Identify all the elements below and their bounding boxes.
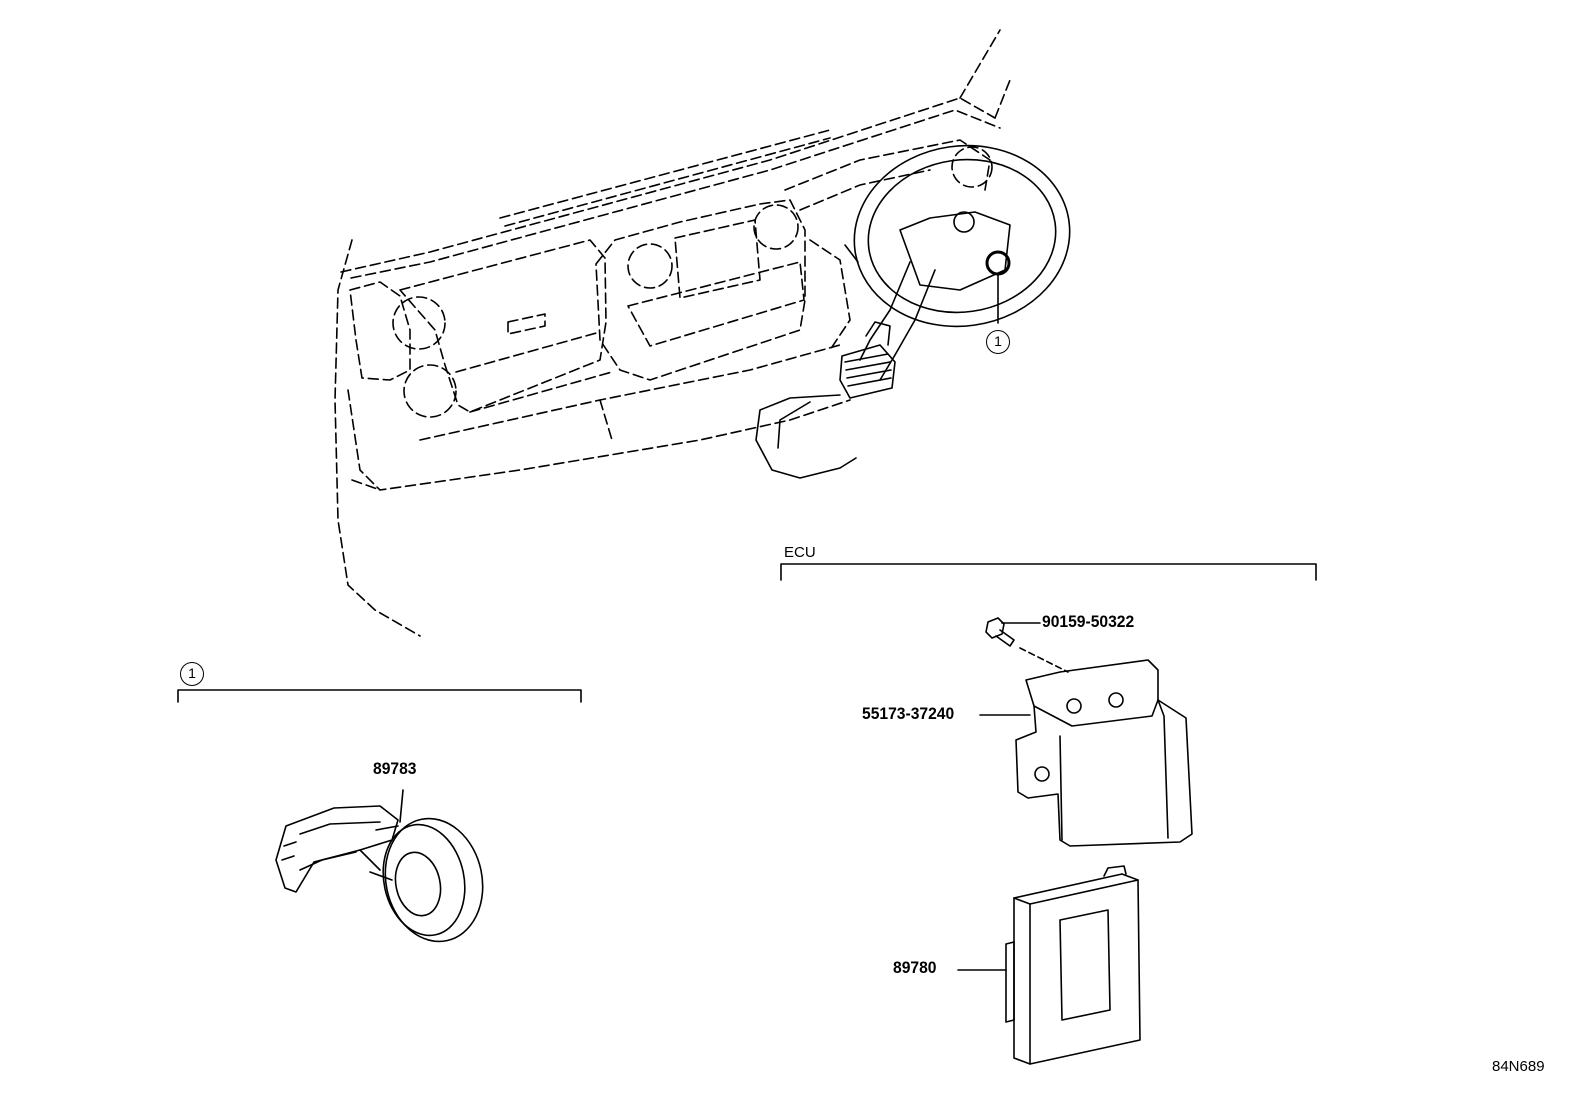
steering-column xyxy=(755,144,1071,479)
part-number-bracket: 55173-37240 xyxy=(862,704,955,723)
part-number-sensor: 89783 xyxy=(373,759,417,778)
part-number-ecu: 89780 xyxy=(893,958,937,977)
bolt-hidden-line xyxy=(1019,647,1069,673)
figure-code: 84N689 xyxy=(1492,1058,1545,1075)
sensor-89783-drawing xyxy=(275,805,484,943)
leader-89783 xyxy=(399,789,404,823)
dashboard-outline xyxy=(334,29,1011,637)
part-number-bolt: 90159-50322 xyxy=(1042,612,1135,631)
callout-group-1: 1 xyxy=(180,662,204,686)
bracket-55173-37240-drawing xyxy=(1015,659,1193,847)
bolt-90159-50322-drawing xyxy=(985,617,1015,647)
callout-top: 1 xyxy=(986,330,1010,354)
group-bracket-1 xyxy=(177,689,582,703)
ecu-89780-drawing xyxy=(1005,865,1141,1065)
group-label-ecu: ECU xyxy=(784,544,816,561)
group-bracket-ecu xyxy=(780,563,1317,581)
